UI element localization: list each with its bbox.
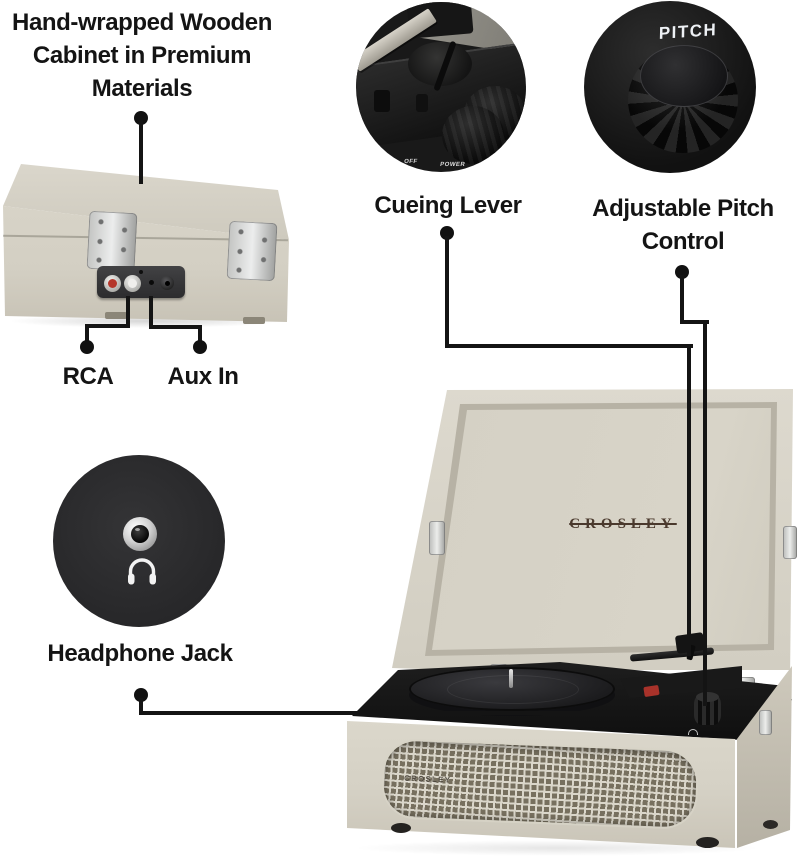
deck-headphone-icon — [688, 729, 698, 735]
cueing-lever-photo: OFF POWER — [356, 2, 526, 172]
cabinet-hinge-right — [226, 220, 278, 282]
cueing-leader-line — [445, 344, 693, 348]
cabinet-foot-left — [105, 312, 127, 319]
headphone-jack-label: Headphone Jack — [47, 640, 233, 667]
rca-leader-dot — [80, 340, 94, 354]
rca-leader-line — [126, 296, 130, 328]
cabinet-callout-label: Hand-wrapped Wooden Cabinet in Premium M… — [12, 9, 272, 102]
pitch-leader-line — [703, 320, 707, 706]
aux-leader-line — [149, 325, 202, 329]
lid-latch-right — [783, 526, 797, 559]
headphones-icon — [128, 558, 156, 585]
lid-inner-panel — [432, 408, 771, 650]
speaker-grille: CROSLEY — [382, 740, 698, 828]
foot — [391, 823, 411, 833]
cueing-leader-line — [687, 344, 691, 656]
pitch-knob-cap — [640, 45, 728, 107]
aux-leader-line — [198, 325, 202, 345]
cueing-leader-dot — [440, 226, 454, 240]
small-post — [416, 94, 428, 112]
headphone-jack-ring — [123, 517, 157, 551]
foot — [763, 820, 778, 829]
rca-label: RCA — [62, 363, 114, 390]
cueing-leader-line — [445, 236, 449, 348]
power-marking: POWER — [439, 162, 466, 168]
cabinet-hinge-left — [86, 210, 138, 272]
case-side-latch — [759, 710, 772, 735]
headphone-leader-line — [139, 711, 692, 715]
headphone-jack-photo — [53, 455, 225, 627]
headphone-leader-line — [139, 698, 143, 715]
panel-reset-hole — [149, 280, 154, 285]
pitch-leader-line — [680, 275, 684, 324]
small-post — [374, 90, 390, 112]
cabinet-leader-dot — [134, 111, 148, 125]
foot — [696, 837, 719, 848]
rca-jack-red — [104, 275, 121, 292]
cabinet-connector-panel — [97, 266, 185, 298]
pitch-marking: PITCH — [658, 19, 718, 44]
deck-pitch-knob-top — [696, 692, 719, 702]
cabinet-foot-right — [243, 317, 265, 324]
control-knob — [442, 106, 504, 164]
cabinet-leader-line — [139, 120, 143, 184]
aux-leader-dot — [193, 340, 207, 354]
headphone-leader-dot — [134, 688, 148, 702]
grille-badge: CROSLEY — [403, 773, 452, 785]
rca-leader-line — [85, 324, 130, 328]
aux-in-jack — [160, 276, 174, 290]
cueing-lever-label: Cueing Lever — [374, 192, 522, 219]
aux-leader-line — [149, 296, 153, 329]
panel-screw — [139, 270, 143, 274]
pitch-control-label: Adjustable Pitch Control — [592, 195, 774, 255]
pitch-control-photo: PITCH — [584, 1, 756, 173]
lid-logo: CROSLEY — [569, 516, 677, 532]
rca-jack-white — [124, 275, 141, 292]
pitch-leader-line — [680, 320, 709, 324]
spindle — [509, 669, 513, 688]
pitch-leader-dot — [675, 265, 689, 279]
aux-in-label: Aux In — [167, 363, 239, 390]
headphone-jack-hole — [131, 525, 149, 543]
lid-latch-left — [429, 521, 445, 555]
rca-leader-line — [85, 324, 89, 344]
jack-highlight — [135, 528, 140, 531]
platter-ring — [447, 675, 579, 704]
off-marking: OFF — [403, 159, 419, 165]
